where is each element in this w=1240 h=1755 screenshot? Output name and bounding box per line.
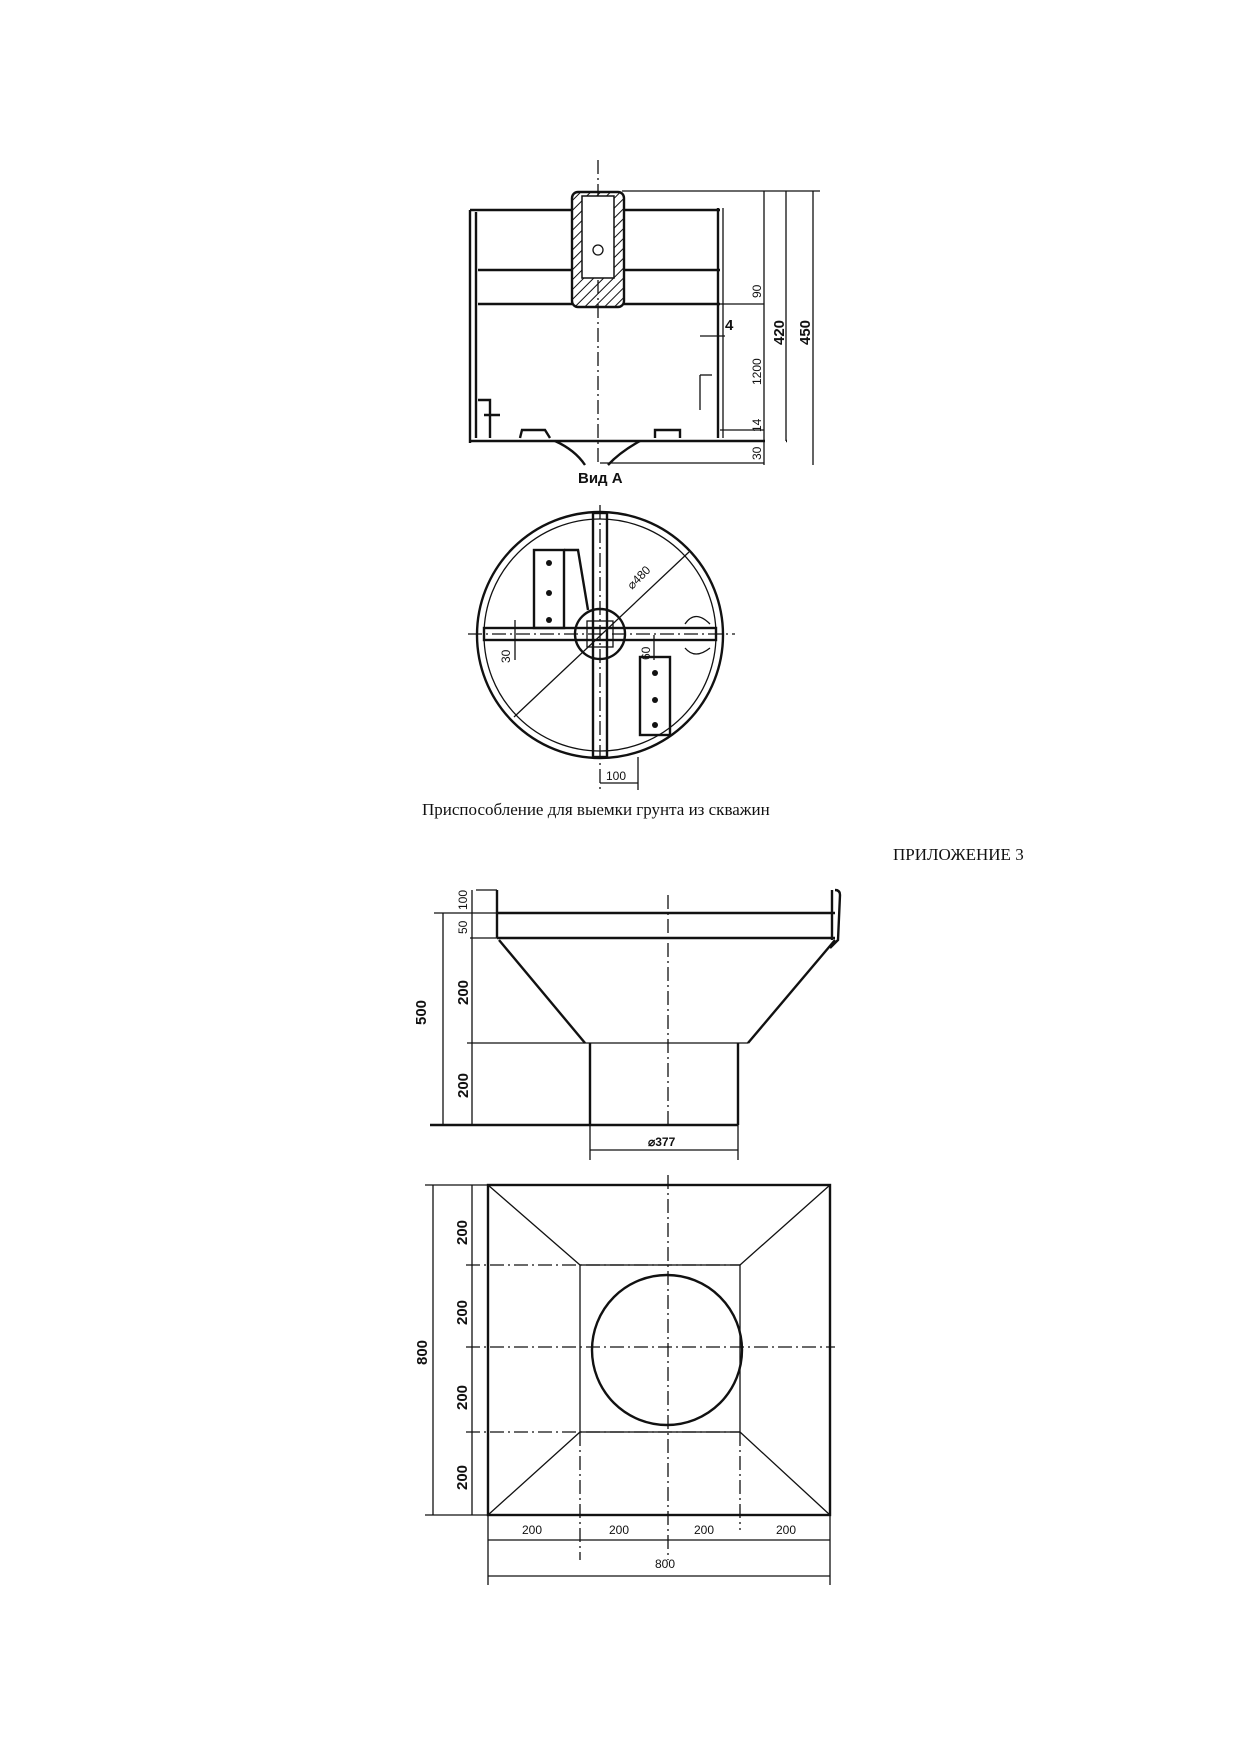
dim-dia480: ⌀480 — [624, 563, 653, 592]
dim-100-plan: 100 — [606, 769, 626, 783]
dim-left-200-4: 200 — [454, 1465, 471, 1490]
dim-30: 30 — [750, 446, 764, 460]
dim-60-plan: 60 — [639, 646, 653, 660]
dim-left-200-1: 200 — [454, 1220, 471, 1245]
dim-50-funnel: 50 — [456, 920, 470, 934]
figure-caption: Приспособление для выемки грунта из сква… — [422, 800, 770, 819]
dim-100-funnel: 100 — [456, 890, 470, 910]
dim-left-200-3: 200 — [454, 1385, 471, 1410]
dim-450: 450 — [797, 320, 814, 345]
dim-bottom-200-2: 200 — [609, 1523, 629, 1537]
dim-4: 4 — [725, 317, 734, 334]
view-a-label: Вид А — [578, 470, 623, 487]
dim-500-funnel: 500 — [413, 1000, 430, 1025]
dim-420: 420 — [771, 320, 788, 345]
dim-14: 14 — [750, 418, 764, 432]
dim-1200: 1200 — [750, 358, 764, 385]
dim-bottom-200-3: 200 — [694, 1523, 714, 1537]
dim-left-200-2: 200 — [454, 1300, 471, 1325]
dim-90: 90 — [750, 284, 764, 298]
dim-left-800: 800 — [414, 1340, 431, 1365]
dim-30-plan: 30 — [499, 649, 513, 663]
dim-200-funnel-b: 200 — [455, 1073, 472, 1098]
device-side-view: 90 4 1200 14 30 420 450 Вид А — [468, 160, 820, 487]
device-plan-view: ⌀480 30 60 100 — [468, 505, 735, 790]
funnel-plan-view: 200 200 200 200 800 200 200 200 200 800 — [414, 1175, 835, 1585]
appendix-label: ПРИЛОЖЕНИЕ 3 — [893, 845, 1024, 864]
dim-dia377: ⌀377 — [648, 1135, 676, 1149]
dim-200-funnel-a: 200 — [455, 980, 472, 1005]
dim-bottom-200-1: 200 — [522, 1523, 542, 1537]
dim-bottom-800: 800 — [655, 1557, 675, 1571]
funnel-side-view: 100 50 200 200 500 ⌀377 — [413, 888, 842, 1160]
dim-bottom-200-4: 200 — [776, 1523, 796, 1537]
